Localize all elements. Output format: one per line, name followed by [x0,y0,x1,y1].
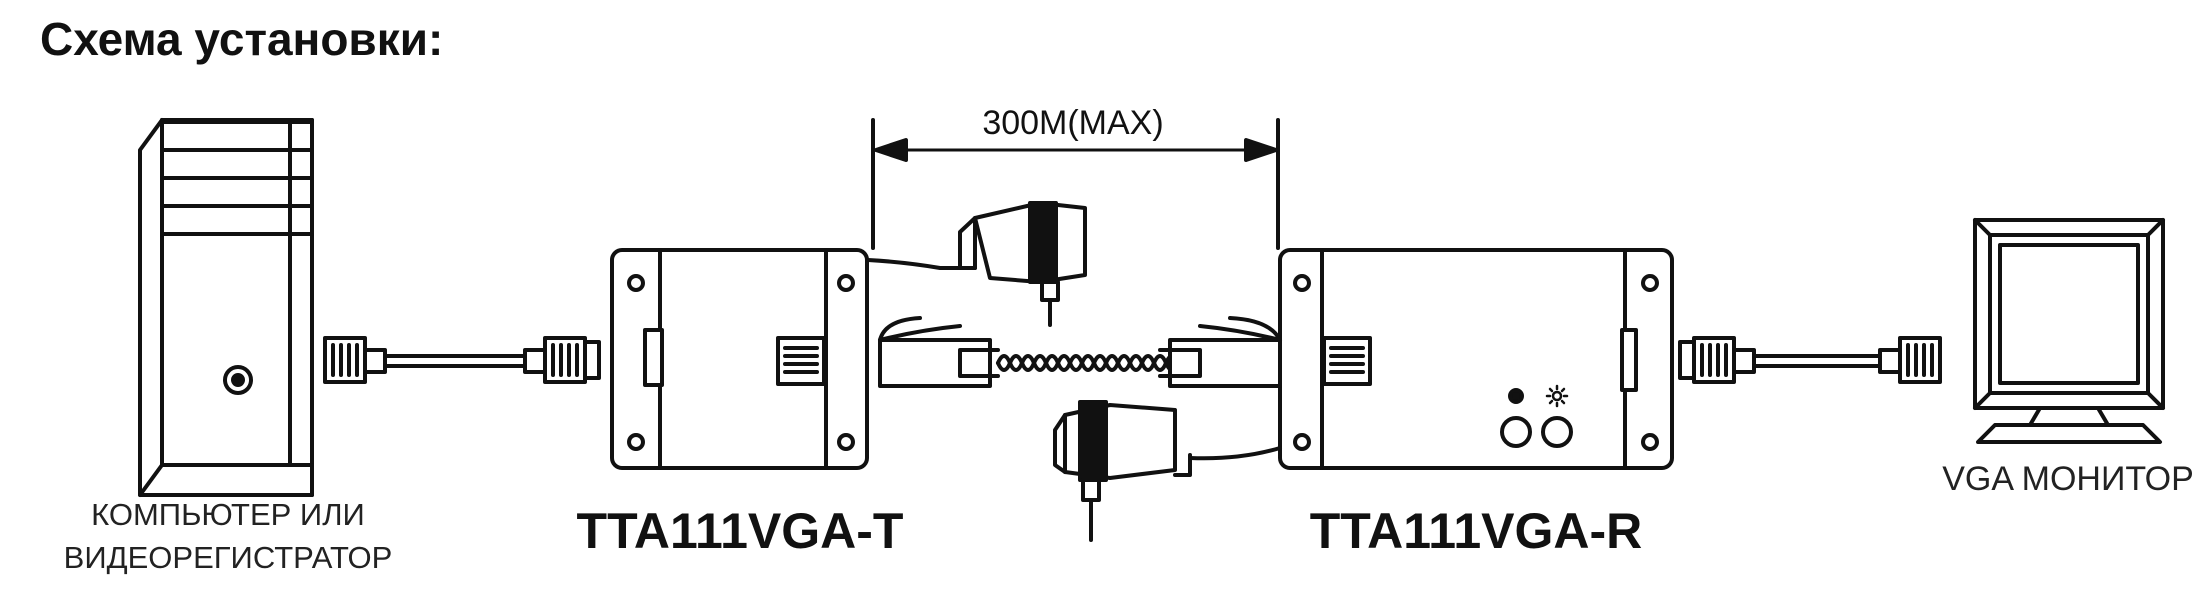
power-adapter-icon [1053,400,1282,542]
brightness-icon [1545,384,1569,408]
vga-connector-icon [1678,336,1756,384]
power-adapter-icon [866,201,1087,327]
adjust-knob [1500,416,1532,448]
rj45-connector-icon [878,316,1000,388]
pc-tower-icon [138,118,314,497]
vga-connector-icon [323,336,387,384]
receiver-label: TTA111VGA-R [1310,503,1643,559]
receiver-box-icon [1278,248,1674,470]
pc-vga-cable [323,336,601,384]
page-title: Схема установки: [40,13,444,65]
transmitter-label: TTA111VGA-T [577,503,904,559]
adjust-knob [1541,416,1573,448]
power-led-icon [1508,388,1524,404]
vga-connector-icon [1878,336,1942,384]
monitor-label: VGA МОНИТОР [1942,460,2194,498]
pc-label-line1: КОМПЬЮТЕР ИЛИ [91,497,365,532]
pc-label-line2: ВИДЕОРЕГИСТРАТОР [64,540,393,575]
rj45-connector-icon [1158,316,1282,388]
monitor-vga-cable [1678,336,1942,384]
vga-connector-icon [523,336,601,384]
monitor-icon [1973,218,2165,444]
distance-indicator [871,118,1280,250]
distance-label: 300M(MAX) [982,104,1163,142]
transmitter-box-icon [610,248,869,470]
